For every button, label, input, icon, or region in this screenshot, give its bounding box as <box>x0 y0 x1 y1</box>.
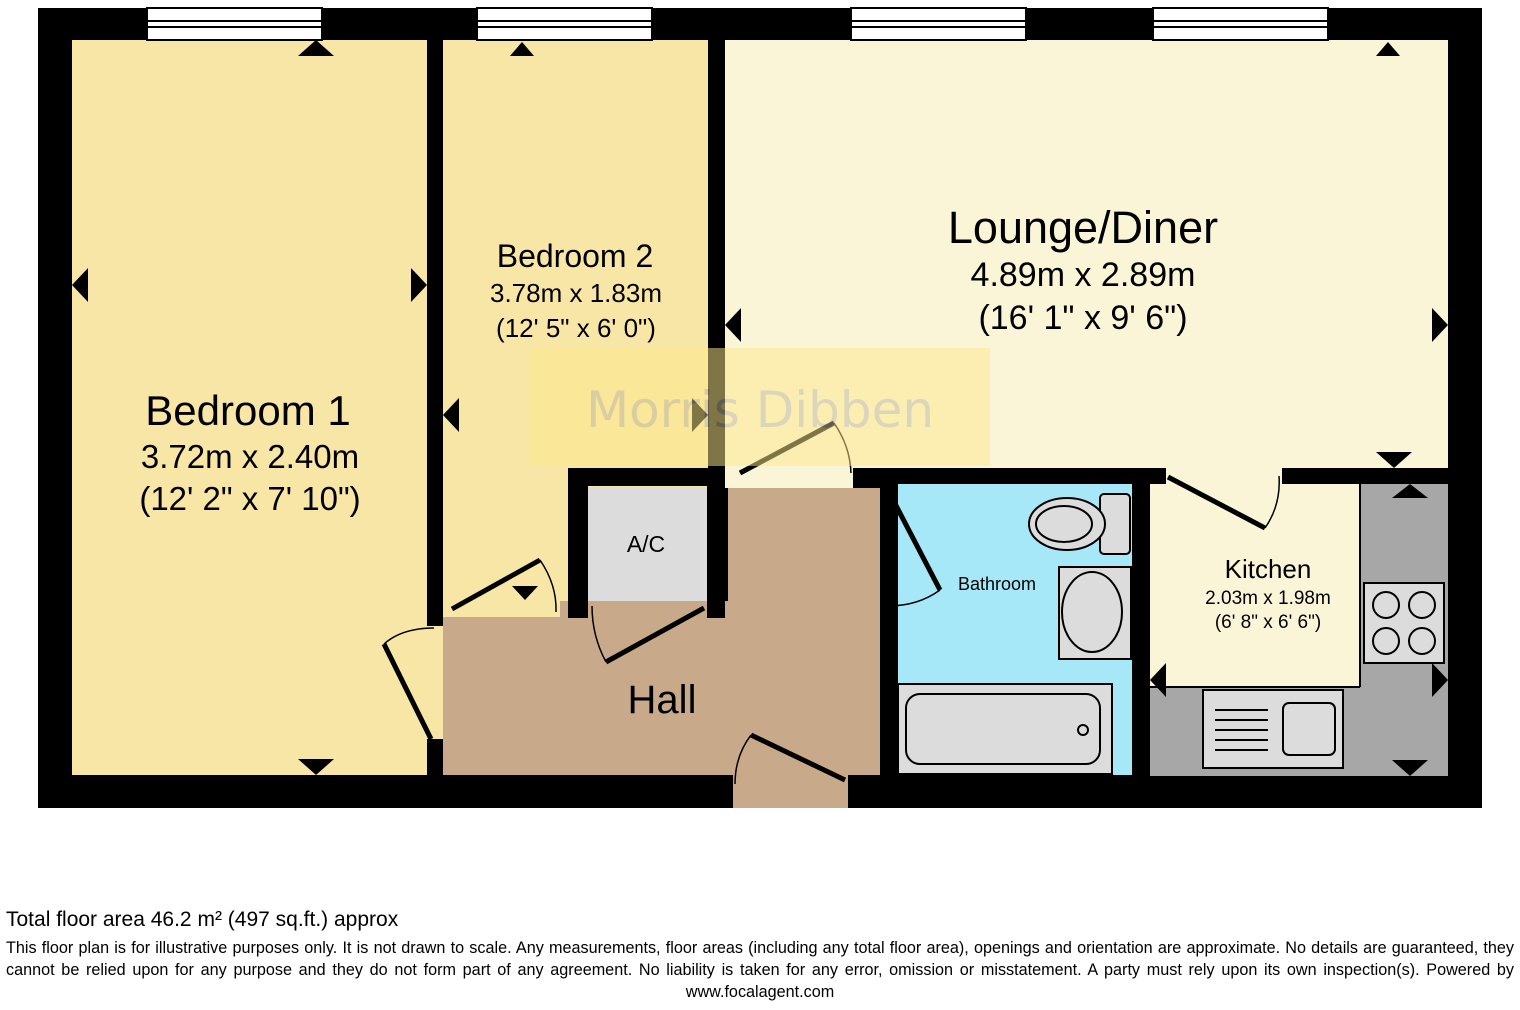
front-door-icon <box>734 732 847 785</box>
bedroom1-door-icon <box>381 627 435 741</box>
bedroom2-metric: 3.78m x 1.83m <box>490 278 662 308</box>
lounge-metric: 4.89m x 2.89m <box>971 256 1196 294</box>
front-door-step <box>733 775 848 808</box>
bath-icon <box>897 683 1113 775</box>
disclaimer-text: This floor plan is for illustrative purp… <box>6 939 1514 1001</box>
wall <box>707 468 725 618</box>
bathroom-name: Bathroom <box>958 574 1036 594</box>
bedroom1-door-gap <box>427 626 443 739</box>
sink-icon <box>1202 689 1344 769</box>
wall <box>1283 468 1448 484</box>
watermark-logo: Morris Dibben <box>530 348 990 466</box>
hall-floor-strip <box>588 601 707 618</box>
bedroom1-floor <box>72 40 427 775</box>
lounge-name: Lounge/Diner <box>948 202 1218 253</box>
wall <box>427 741 443 775</box>
toilet-icon <box>1028 493 1131 555</box>
total-floor-area: Total floor area 46.2 m² (497 sq.ft.) ap… <box>6 908 399 931</box>
wall <box>855 468 1165 484</box>
bedroom2-imperial: (12' 5" x 6' 0") <box>496 313 656 343</box>
kitchen-metric: 2.03m x 1.98m <box>1205 588 1331 609</box>
ac-floor <box>588 487 707 601</box>
lounge-imperial: (16' 1" x 9' 6") <box>978 299 1187 337</box>
kitchen-imperial: (6' 8" x 6' 6") <box>1215 612 1321 633</box>
bathroom-door-icon <box>887 492 943 607</box>
bedroom1-metric: 3.72m x 2.40m <box>141 438 359 475</box>
wall <box>568 468 723 486</box>
lounge-floor-opening <box>720 466 853 488</box>
wall <box>880 486 898 494</box>
watermark-text: Morris Dibben <box>586 381 934 439</box>
wall <box>880 606 898 776</box>
kitchen-door-gap <box>1166 468 1282 484</box>
bedroom2-door-gap <box>452 603 558 617</box>
basin-icon <box>1058 566 1132 660</box>
bedroom2-name: Bedroom 2 <box>497 238 654 274</box>
hob-icon <box>1363 582 1445 664</box>
bedroom1-imperial: (12' 2" x 7' 10") <box>139 480 360 517</box>
windows <box>146 7 1329 41</box>
kitchen-name: Kitchen <box>1225 554 1312 584</box>
hall-name: Hall <box>628 678 697 722</box>
wall <box>1132 484 1150 776</box>
bedroom2-door-icon <box>450 557 557 613</box>
ac-name: A/C <box>627 531 665 557</box>
wall <box>427 40 443 618</box>
bedroom1-name: Bedroom 1 <box>145 387 350 434</box>
wall <box>568 468 588 618</box>
kitchen-door-icon <box>1166 474 1280 531</box>
floor-plan: Morris Dibben Bedroom 1 3.72m x 2.40m (1… <box>38 7 1482 808</box>
ac-door-icon <box>591 605 706 665</box>
